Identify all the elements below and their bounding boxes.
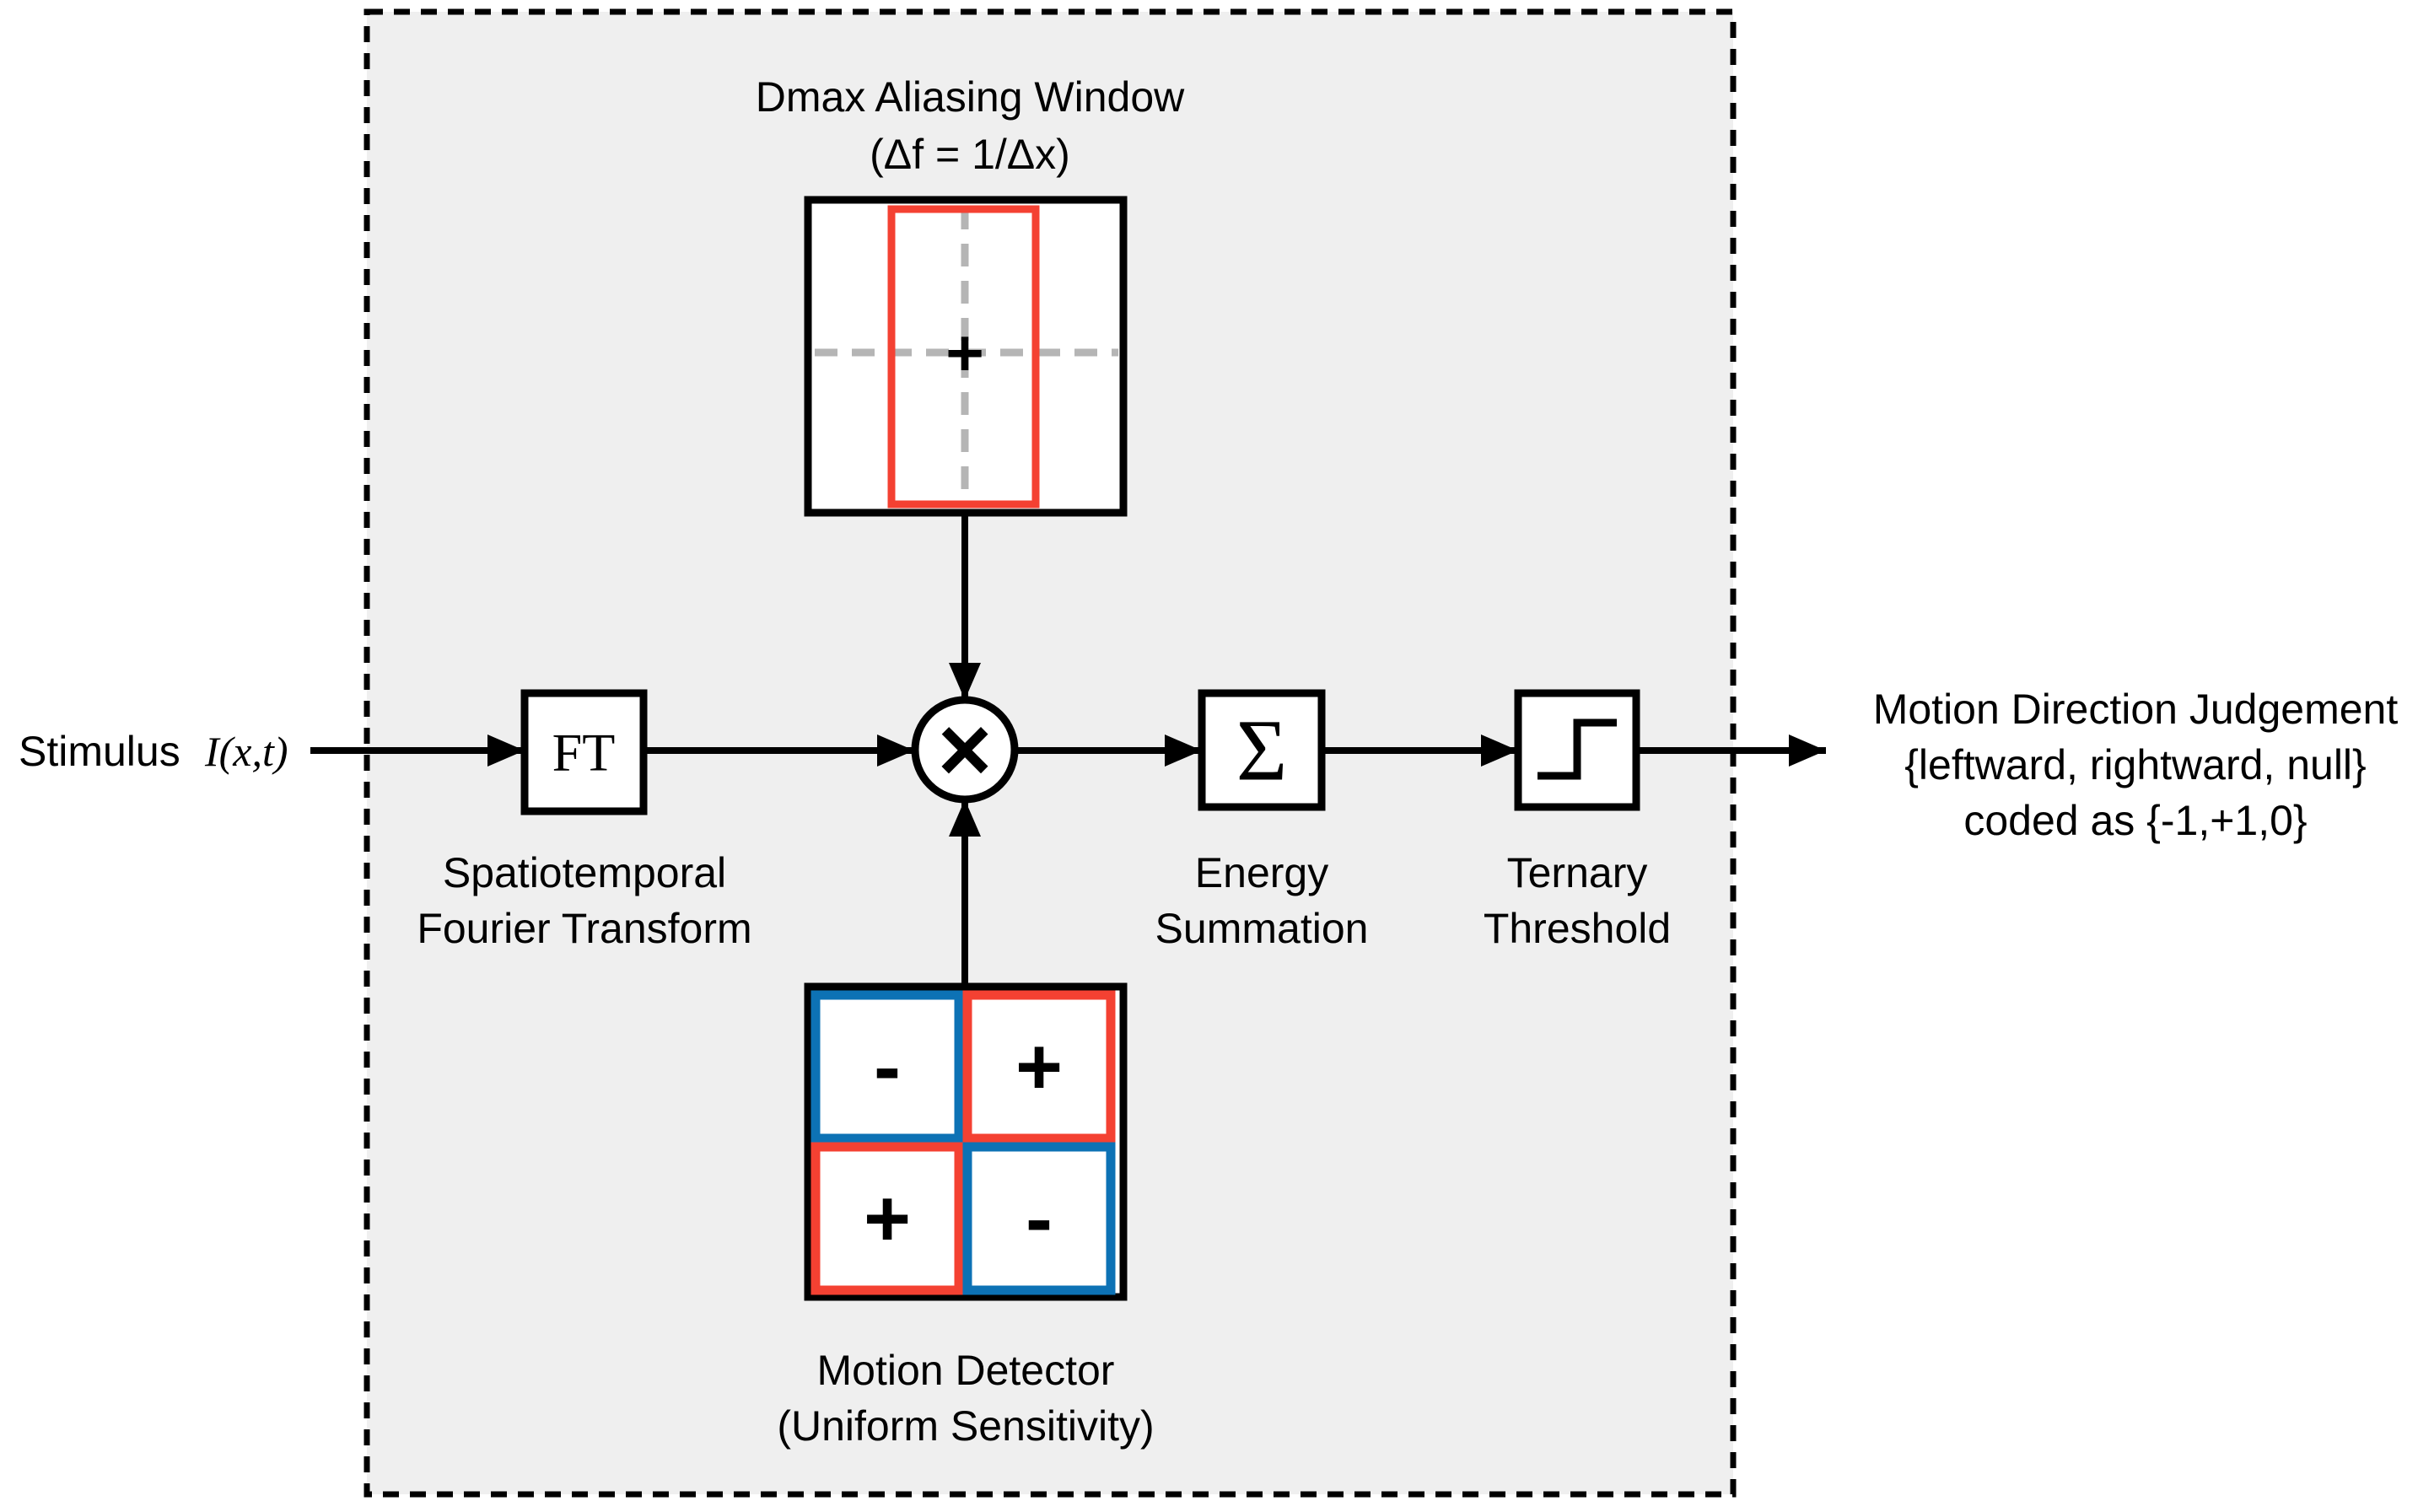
fourier-transform-symbol: FT [552, 723, 616, 783]
step-function-icon [1538, 718, 1617, 780]
motion-detector-label-line1: Motion Detector [817, 1347, 1115, 1394]
motion-detector-label-line2: (Uniform Sensitivity) [777, 1402, 1154, 1450]
origin-marker-icon: + [945, 315, 984, 390]
multiply-icon: × [938, 698, 992, 802]
fourier-transform-label-line1: Spatiotemporal [443, 849, 726, 896]
energy-summation-label-line2: Summation [1155, 905, 1369, 952]
detector-cell-top-left [810, 990, 964, 1143]
aliasing-window-title: Dmax Aliasing Window [756, 73, 1185, 121]
output-label-line1: Motion Direction Judgement [1873, 686, 2399, 733]
output-label-line2: {leftward, rightward, null} [1904, 741, 2367, 788]
multiplier-circle [911, 696, 1019, 804]
energy-summation-box [1198, 689, 1326, 811]
detector-cell-top-right [962, 990, 1116, 1143]
stimulus-label: Stimulus [19, 728, 180, 775]
ternary-threshold-label-line2: Threshold [1484, 905, 1671, 952]
energy-summation-label-line1: Energy [1195, 849, 1328, 896]
output-label-line3: coded as {-1,+1,0} [1963, 797, 2307, 844]
stimulus-math-label: I(x,t) [204, 728, 288, 775]
aliasing-passband-rect [887, 205, 1040, 508]
sigma-symbol: Σ [1236, 702, 1288, 799]
fourier-transform-label-line2: Fourier Transform [417, 905, 751, 952]
ternary-threshold-label-line1: Ternary [1507, 849, 1648, 896]
detector-cell-sign-top-right: + [1015, 1022, 1063, 1112]
fourier-transform-box [520, 689, 648, 815]
detector-cell-bottom-right [962, 1142, 1116, 1295]
detector-cell-sign-top-left: - [874, 1022, 901, 1112]
aliasing-window-subtitle: (Δf = 1/Δx) [870, 131, 1070, 178]
detector-cell-sign-bottom-left: + [864, 1174, 911, 1264]
detector-cell-sign-bottom-right: - [1026, 1174, 1053, 1264]
detector-cell-bottom-left [810, 1142, 964, 1295]
